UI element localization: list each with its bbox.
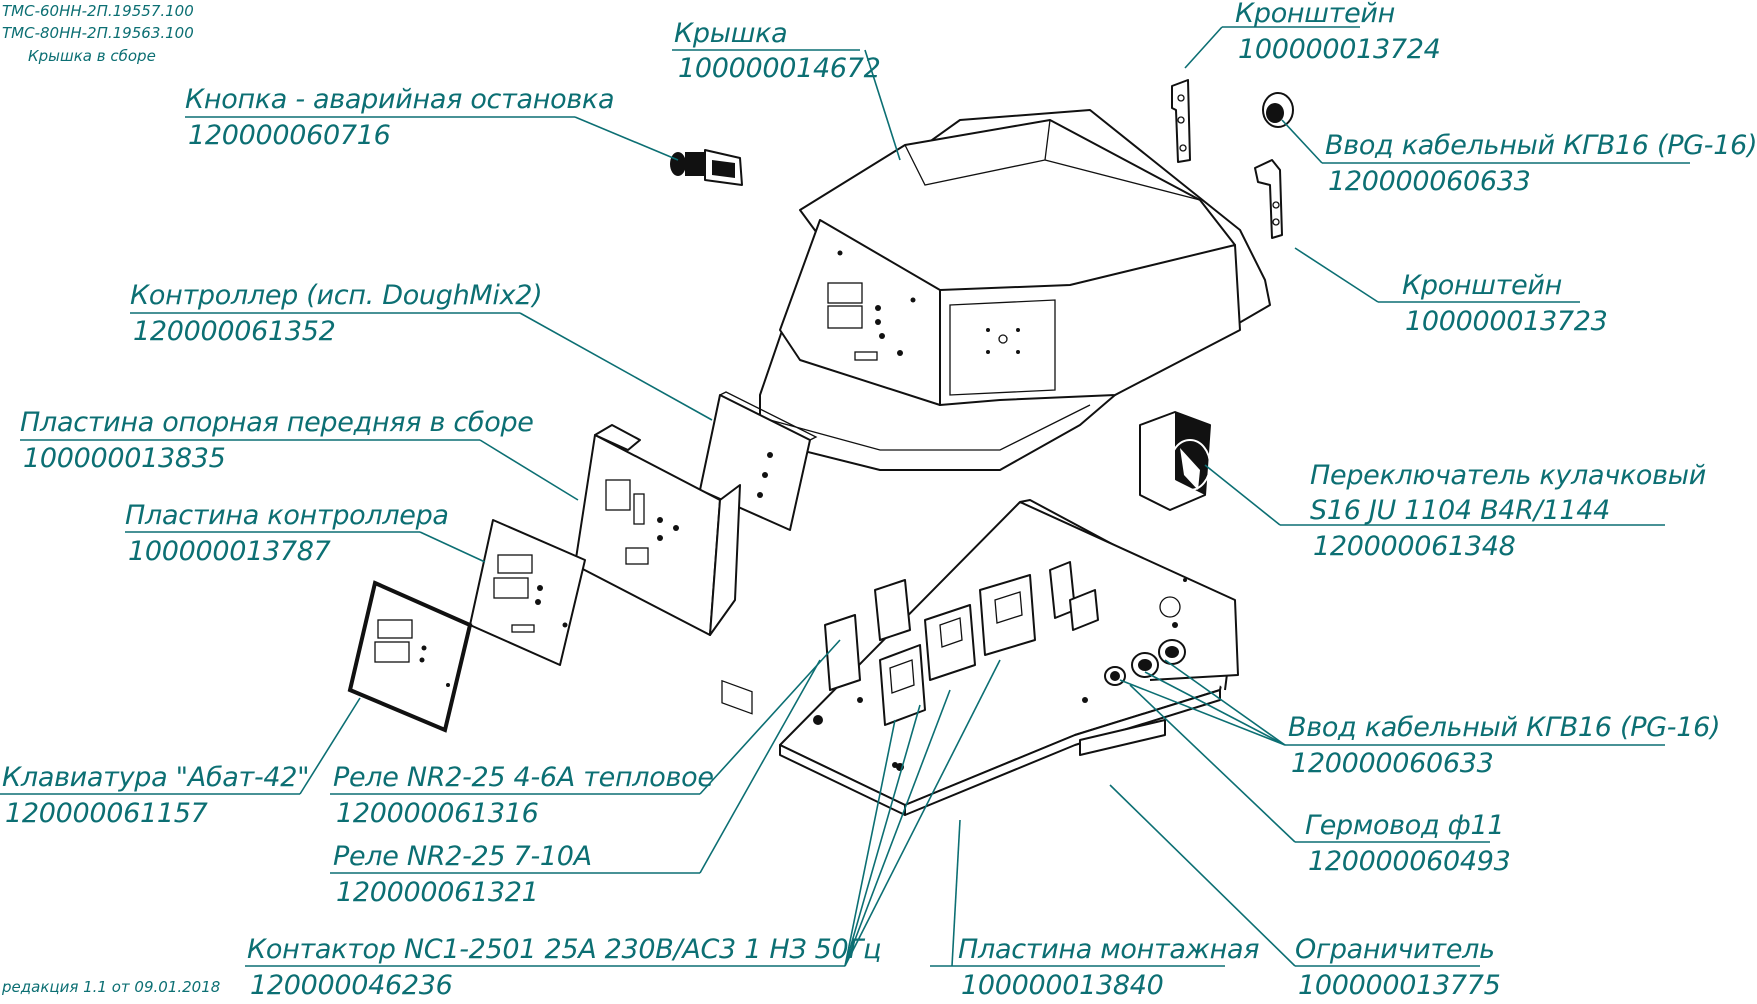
part-name: Кронштейн <box>1235 0 1396 29</box>
part-code: 120000061352 <box>133 316 336 347</box>
part-name: Клавиатура "Абат-42" <box>2 762 310 793</box>
front-support-plate-part <box>574 424 741 636</box>
part-code: 120000061348 <box>1313 531 1516 562</box>
part-code: 100000013787 <box>128 536 331 567</box>
leader-lines <box>0 26 1690 967</box>
part-name: Пластина монтажная <box>958 934 1260 965</box>
part-code: 120000046236 <box>250 970 453 1001</box>
part-code: 120000061321 <box>336 877 539 908</box>
part-code: 100000013723 <box>1405 306 1608 337</box>
part-name: Пластина опорная передняя в сборе <box>20 407 534 438</box>
part-name: Пластина контроллера <box>125 500 449 531</box>
part-name: Гермовод ф11 <box>1305 810 1505 841</box>
part-code: 120000061157 <box>5 798 208 829</box>
cam-switch-part <box>1139 411 1211 511</box>
part-code: 100000013775 <box>1298 970 1501 1001</box>
part-code: 100000013724 <box>1238 34 1441 65</box>
cable-gland-top-part <box>1262 92 1294 128</box>
part-code: 120000060633 <box>1328 166 1531 197</box>
part-name: Переключатель кулачковый <box>1310 460 1706 491</box>
part-code: 120000061316 <box>336 798 539 829</box>
part-code: 120000060493 <box>1308 846 1511 877</box>
header-line-3: Крышка в сборе <box>28 47 156 65</box>
bracket-1-part <box>1171 79 1191 163</box>
keypad-part <box>347 580 473 733</box>
part-code: 100000013835 <box>23 443 226 474</box>
part-code: 120000060633 <box>1291 748 1494 779</box>
part-name: Ввод кабельный КГВ16 (PG-16) <box>1288 712 1721 743</box>
part-name: Кронштейн <box>1402 270 1563 301</box>
part-name: Кнопка - аварийная остановка <box>185 84 615 115</box>
bracket-2-part <box>1254 159 1283 239</box>
part-name-2: S16 JU 1104 B4R/1144 <box>1310 495 1610 526</box>
part-name: Ограничитель <box>1295 934 1495 965</box>
controller-plate-part <box>469 519 586 666</box>
part-name: Крышка <box>674 18 788 49</box>
part-code: 120000060716 <box>188 120 391 151</box>
part-code: 100000014672 <box>678 53 881 84</box>
header-line-2: ТМС-80НН-2П.19563.100 <box>2 24 194 42</box>
drawing-canvas <box>0 26 1690 967</box>
part-code: 100000013840 <box>961 970 1164 1001</box>
part-name: Контроллер (исп. DoughMix2) <box>130 280 543 311</box>
mounting-plate-part <box>779 499 1239 816</box>
part-name: Ввод кабельный КГВ16 (PG-16) <box>1325 130 1757 161</box>
part-name: Реле NR2-25 7-10А <box>333 841 592 872</box>
revision-note: редакция 1.1 от 09.01.2018 <box>2 978 221 996</box>
header-line-1: ТМС-60НН-2П.19557.100 <box>2 2 194 20</box>
emergency-stop-button-part <box>670 149 743 186</box>
cover-part <box>759 109 1271 471</box>
part-name: Контактор NC1-2501 25А 230В/АС3 1 НЗ 50Г… <box>247 934 882 965</box>
part-name: Реле NR2-25 4-6А тепловое <box>333 762 714 793</box>
